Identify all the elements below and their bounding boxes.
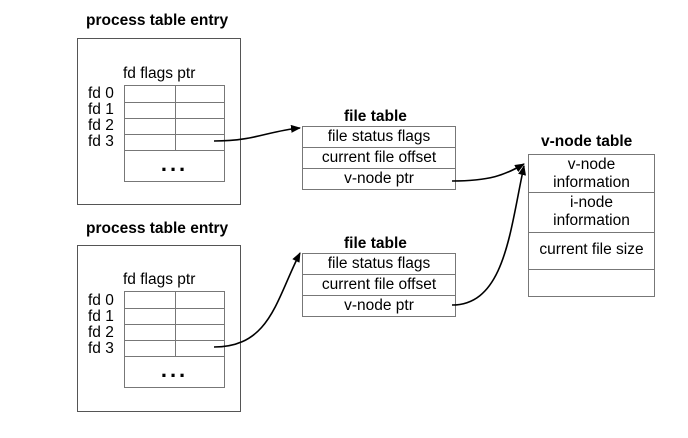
arrow-vnode-ptr-2-to-vnode-table — [451, 165, 526, 306]
process-entry-2-fd-table: ... — [124, 291, 225, 388]
file-status-flags-row: file status flags — [303, 127, 455, 148]
ellipsis: ... — [160, 151, 189, 176]
arrow-fd3-to-file-table-2 — [213, 252, 301, 348]
fd-label: fd 1 — [88, 308, 114, 325]
row-divider — [529, 232, 654, 233]
arrow-vnode-ptr-1-to-vnode-table — [451, 163, 525, 182]
fd-label: fd 0 — [88, 85, 114, 102]
arrow-fd3-to-file-table-1 — [213, 124, 301, 142]
fd-label: fd 2 — [88, 117, 114, 134]
vnode-info-line-1: v-node — [567, 156, 616, 173]
row-divider — [125, 150, 224, 151]
row-divider — [125, 340, 224, 341]
row-divider — [125, 324, 224, 325]
vnode-table: v-node information i-node information cu… — [528, 154, 655, 297]
process-entry-1-fd-table: ... — [124, 85, 225, 182]
ellipsis: ... — [160, 357, 189, 382]
row-divider — [125, 308, 224, 309]
vnode-table-title: v-node table — [541, 133, 633, 150]
process-entry-2-header: fd flags ptr — [123, 271, 196, 288]
inode-info-line-2: information — [553, 212, 630, 229]
file-table-1-title: file table — [344, 108, 407, 125]
inode-info-line-1: i-node — [569, 194, 614, 211]
row-divider — [529, 192, 654, 193]
row-divider — [529, 269, 654, 270]
vnode-ptr-row: v-node ptr — [344, 297, 414, 314]
fd-label: fd 0 — [88, 292, 114, 309]
fd-label: fd 1 — [88, 101, 114, 118]
fd-label: fd 3 — [88, 340, 114, 357]
file-status-flags-row: file status flags — [303, 254, 455, 275]
file-offset-row: current file offset — [303, 148, 455, 169]
file-table-1: file status flags current file offset v-… — [302, 126, 456, 190]
fd-label: fd 3 — [88, 133, 114, 150]
process-entry-1-title: process table entry — [86, 12, 229, 29]
row-divider — [125, 134, 224, 135]
process-entry-1-header: fd flags ptr — [123, 65, 196, 82]
fd-label: fd 2 — [88, 324, 114, 341]
row-divider — [125, 102, 224, 103]
row-divider — [125, 118, 224, 119]
file-size: current file size — [539, 241, 644, 258]
row-divider — [125, 356, 224, 357]
file-table-2-title: file table — [344, 235, 407, 252]
vnode-ptr-row: v-node ptr — [344, 170, 414, 187]
file-offset-row: current file offset — [303, 275, 455, 296]
process-entry-2-title: process table entry — [86, 220, 229, 237]
vnode-info-line-2: information — [553, 174, 630, 191]
file-table-2: file status flags current file offset v-… — [302, 253, 456, 317]
